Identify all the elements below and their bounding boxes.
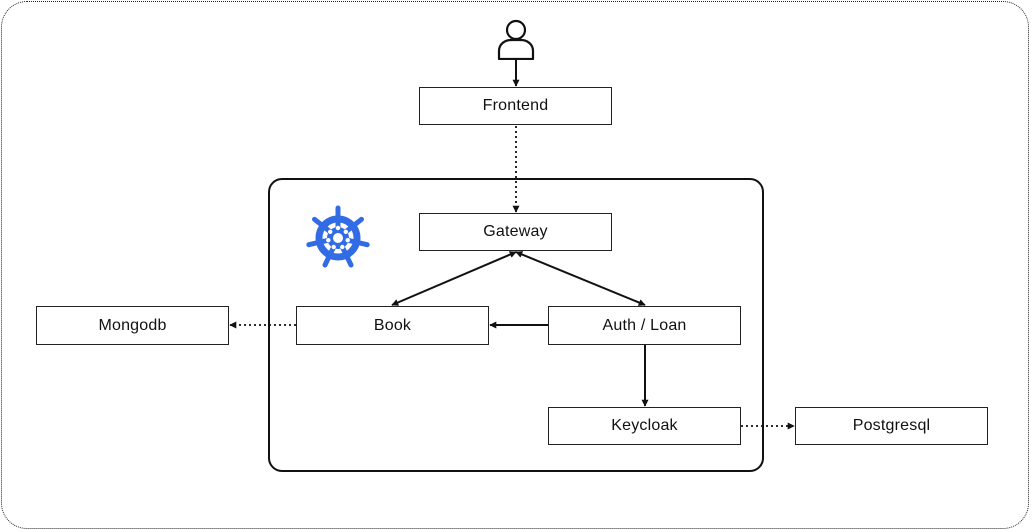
postgresql-label: Postgresql	[852, 417, 931, 434]
kubernetes-icon	[306, 205, 370, 268]
frontend-node: Frontend	[419, 87, 612, 125]
book-node: Book	[296, 306, 489, 345]
gateway-node: Gateway	[419, 213, 612, 251]
keycloak-node: Keycloak	[548, 407, 741, 445]
keycloak-label: Keycloak	[611, 417, 678, 434]
book-label: Book	[373, 316, 412, 334]
gateway-label: Gateway	[483, 223, 548, 240]
mongodb-label: Mongodb	[98, 316, 167, 334]
postgresql-node: Postgresql	[795, 407, 988, 445]
mongodb-node: Mongodb	[36, 306, 229, 345]
auth-loan-node: Auth / Loan	[548, 306, 741, 345]
auth-loan-label: Auth / Loan	[602, 316, 687, 334]
frontend-label: Frontend	[482, 97, 549, 114]
user-icon	[497, 19, 535, 60]
